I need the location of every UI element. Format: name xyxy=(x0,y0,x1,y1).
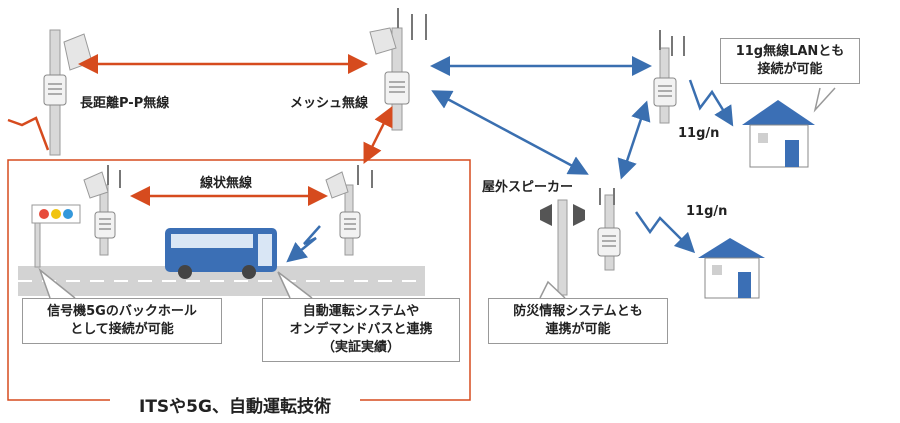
radio-units xyxy=(43,71,677,257)
blue-arrows xyxy=(286,56,734,263)
callout-autonomous-line: 自動運転システムや xyxy=(302,304,420,319)
traffic-signal xyxy=(31,204,81,224)
wifi-label-1: 11g/n xyxy=(678,126,720,141)
callout-disaster-line: 防災情報システムとも xyxy=(513,304,643,319)
callout-autonomous-line: （実証実績） xyxy=(321,340,400,355)
callout-autonomous: 自動運転システムや オンデマンドバスと連携 （実証実績） xyxy=(262,298,460,362)
callout-signal-line: 信号機5Gのバックホール xyxy=(47,304,197,319)
its-title: ITSや5G、自動運転技術 xyxy=(110,392,360,417)
poles xyxy=(34,27,670,296)
bus xyxy=(165,228,277,279)
callout-disaster: 防災情報システムとも 連携が可能 xyxy=(488,298,668,344)
long-distance-label: 長距離P-P無線 xyxy=(80,96,170,111)
callout-lan: 11g無線LANとも 接続が可能 xyxy=(720,38,860,84)
callout-lan-line: 接続が可能 xyxy=(757,62,823,77)
callout-signal-line: として接続が可能 xyxy=(70,322,174,337)
speakers xyxy=(540,204,585,226)
callout-pointers xyxy=(38,87,836,299)
wifi-label-2: 11g/n xyxy=(686,204,728,219)
outdoor-speaker-label: 屋外スピーカー xyxy=(482,180,574,195)
house-1 xyxy=(742,100,815,168)
house-2 xyxy=(698,238,765,299)
mesh-label: メッシュ無線 xyxy=(290,96,369,111)
callout-signal: 信号機5Gのバックホール として接続が可能 xyxy=(22,298,222,344)
linear-label: 線状無線 xyxy=(200,176,253,191)
red-arrows xyxy=(78,54,393,206)
callout-lan-line: 11g無線LANとも xyxy=(735,44,845,59)
callout-autonomous-line: オンデマンドバスと連携 xyxy=(289,322,433,337)
callout-disaster-line: 連携が可能 xyxy=(545,322,611,337)
wireless-zigzag xyxy=(7,116,50,151)
